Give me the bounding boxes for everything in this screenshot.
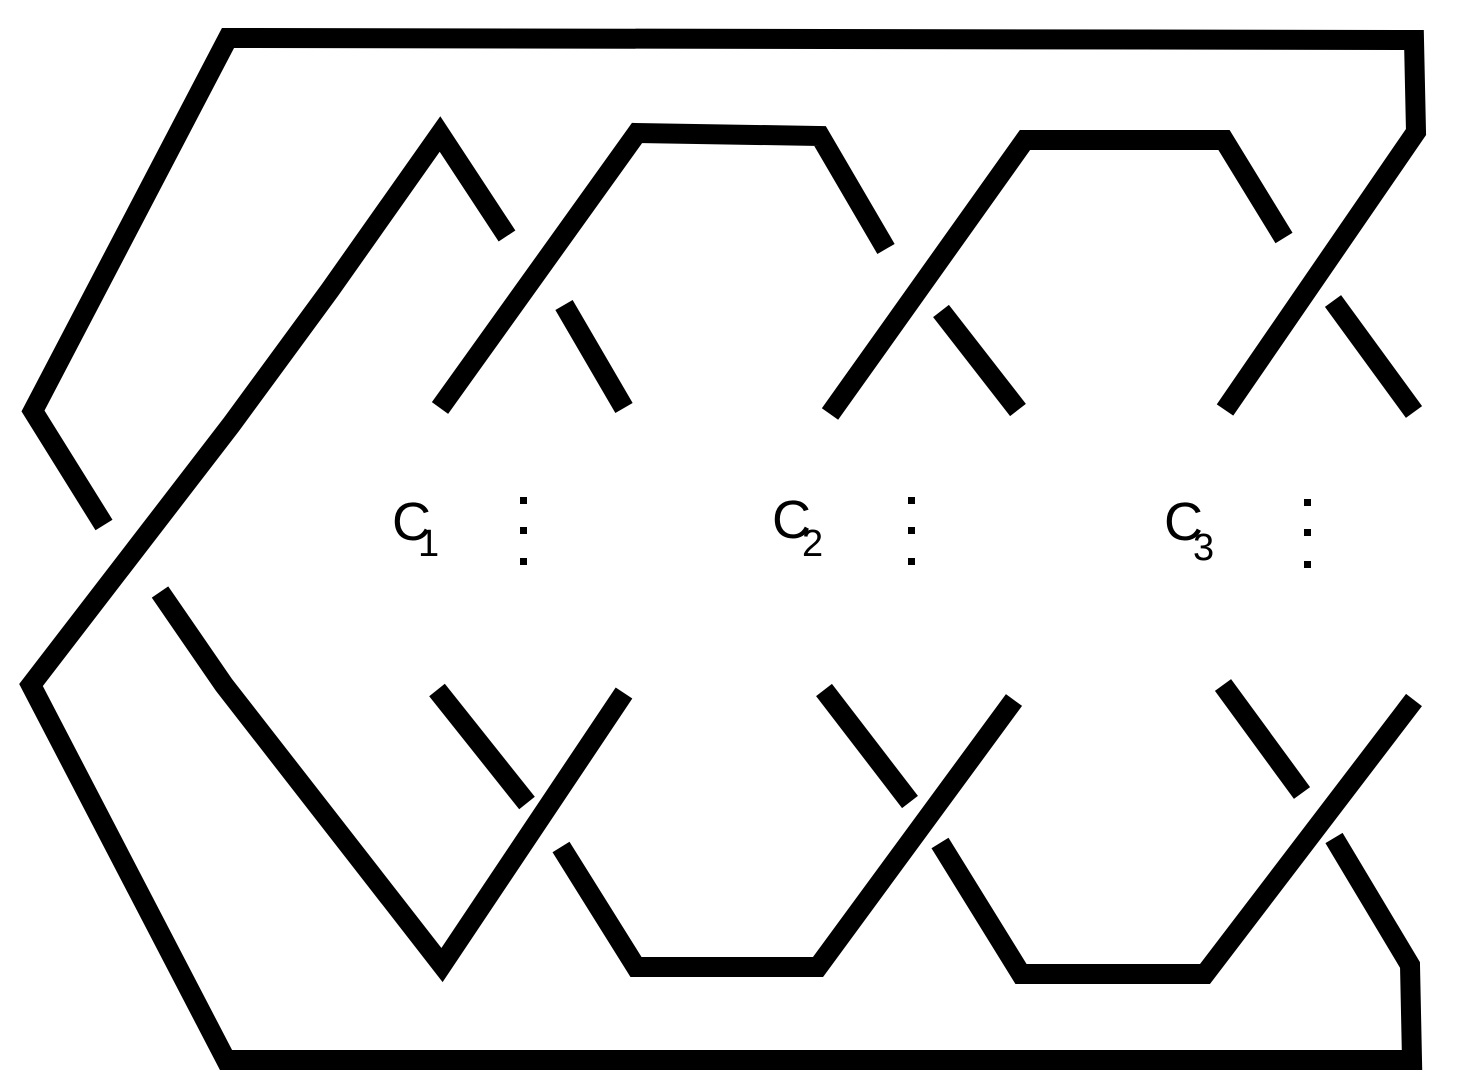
outer-left-long-strand [431,122,895,414]
dot-1b [520,527,527,534]
label-c2-subscript: 2 [802,523,823,565]
outer-top-loop [21,27,1427,531]
upper-second-arc [821,130,1293,420]
vertical-dots-3 [1304,499,1311,568]
dot-1a [520,497,527,504]
outer-bottom-loop [931,693,1422,984]
label-c2: C 2 [772,490,823,565]
label-c1-letter: C [392,492,431,552]
cross-seg-2b [816,683,918,809]
label-c3-letter: C [1164,492,1203,552]
lower-first-arc [552,694,1023,977]
dot-1c [520,558,527,565]
inner-strands [151,295,1423,983]
dot-3a [1304,499,1311,506]
cross-seg-1a [555,299,633,414]
dot-2a [908,497,915,504]
label-c3: C 3 [1164,492,1214,569]
left-lower-arc [151,586,633,983]
label-c2-letter: C [772,490,811,550]
cross-seg-2a [933,304,1026,417]
cross-seg-3b [1214,679,1311,799]
cross-seg-3a [1324,295,1423,418]
vertical-dots-1 [520,497,527,565]
vertical-dots-2 [908,497,915,565]
outer-strands [19,27,1427,1070]
label-c3-subscript: 3 [1193,527,1214,569]
cross-seg-1b [429,683,535,810]
dot-3b [1304,529,1311,536]
dot-3c [1304,561,1311,568]
upper-first-arc [19,116,1423,1070]
dot-2c [908,558,915,565]
label-c1-subscript: 1 [418,523,439,565]
label-c1: C 1 [392,492,439,565]
dot-2b [908,527,915,534]
